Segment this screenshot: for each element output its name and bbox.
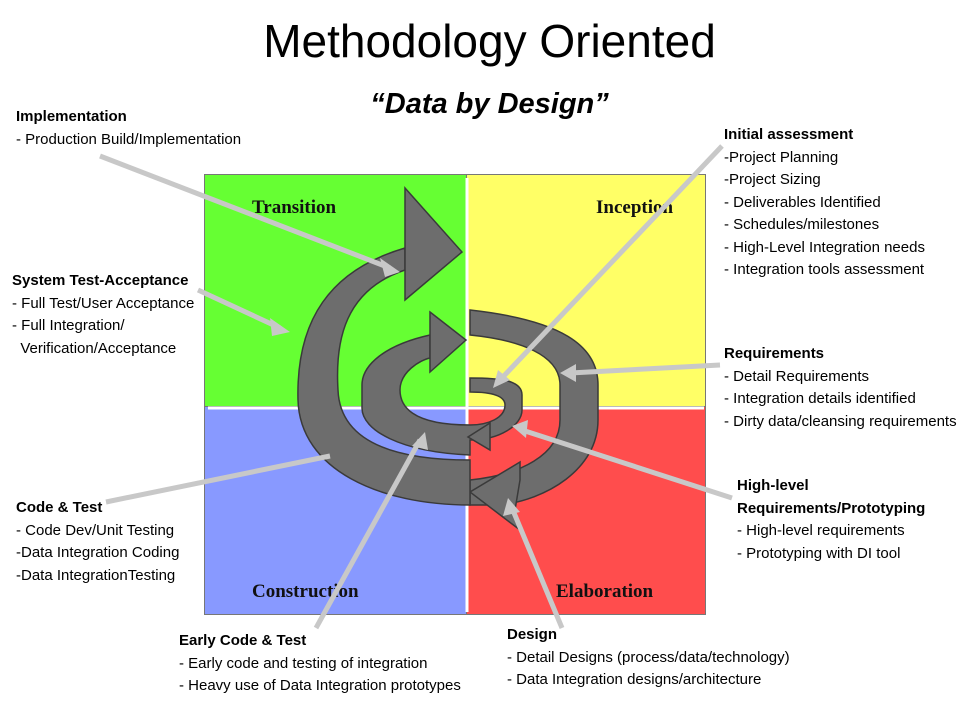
annotation-item: - Prototyping with DI tool <box>737 544 901 562</box>
pointer-system-test <box>196 287 282 331</box>
pointer-initial <box>498 144 724 382</box>
annotation-item: -Project Sizing <box>724 171 821 188</box>
annotation-heading: Design <box>507 626 558 643</box>
annotation-heading: Requirements <box>724 345 825 362</box>
annotation-item: - Full Test/User Acceptance <box>12 294 195 312</box>
annotation-initial-assessment: Initial assessment -Project Planning -Pr… <box>724 124 925 282</box>
annotation-item: - Heavy use of Data Integration prototyp… <box>179 677 461 694</box>
annotation-item: - Integration details identified <box>724 390 916 407</box>
annotation-high-level: High-level Requirements/Prototyping - Hi… <box>737 475 925 565</box>
pointer-head-design <box>503 498 520 516</box>
annotation-heading: High-level <box>737 477 809 494</box>
annotation-item: - Deliverables Identified <box>724 193 881 211</box>
annotation-item: - Schedules/milestones <box>724 216 880 233</box>
annotation-item: - Dirty data/cleansing requirements <box>724 412 957 430</box>
pointer-highlevel <box>521 427 733 501</box>
annotation-item: - Production Build/Implementation <box>16 130 242 148</box>
spiral-arrow-head-inner <box>429 310 468 374</box>
label-inception: Inception <box>596 197 674 218</box>
spiral-inner-band <box>361 334 523 456</box>
page-title: Methodology Oriented <box>263 15 716 67</box>
annotation-requirements: Requirements - Detail Requirements - Int… <box>724 343 957 433</box>
annotation-heading: Early Code & Test <box>179 632 307 649</box>
annotation-item: - Integration tools assessment <box>724 261 925 278</box>
annotation-heading: Code & Test <box>16 499 103 516</box>
label-elaboration: Elaboration <box>556 581 654 602</box>
label-transition: Transition <box>252 197 337 218</box>
pointer-head-requirements <box>560 364 576 382</box>
annotation-item: - Data Integration designs/architecture <box>507 671 762 688</box>
annotation-item: - Code Dev/Unit Testing <box>16 521 175 539</box>
annotation-design: Design - Detail Designs (process/data/te… <box>507 624 790 692</box>
spiral-arrow-head-center <box>466 421 491 452</box>
pointer-early-code <box>313 438 423 630</box>
annotation-item: - Early code and testing of integration <box>179 654 428 672</box>
annotation-item: - High-level requirements <box>737 522 905 539</box>
annotation-heading: Initial assessment <box>724 126 854 143</box>
page-subtitle: “Data by Design” <box>370 88 609 120</box>
annotation-item: - Detail Designs (process/data/technolog… <box>507 648 790 666</box>
annotation-item: -Data IntegrationTesting <box>16 566 176 584</box>
pointer-design <box>509 507 565 629</box>
pointer-head-implementation <box>380 258 400 277</box>
annotation-early-code: Early Code & Test - Early code and testi… <box>179 630 461 698</box>
annotation-item: -Data Integration Coding <box>16 544 180 561</box>
annotation-item: - Full Integration/ <box>12 317 125 334</box>
annotation-system-test: System Test-Acceptance - Full Test/User … <box>12 270 194 360</box>
spiral-arrow-head-top <box>404 186 464 302</box>
annotation-item: - Detail Requirements <box>724 367 870 385</box>
pointer-head-early-code <box>412 432 428 450</box>
pointer-code-test <box>105 453 331 505</box>
pointer-requirements <box>569 362 721 376</box>
annotation-item: -Project Planning <box>724 148 839 166</box>
annotation-heading: System Test-Acceptance <box>12 272 189 289</box>
annotation-item: Verification/Acceptance <box>12 339 177 357</box>
pointer-head-highlevel <box>512 420 528 438</box>
pointer-implementation <box>99 153 391 271</box>
annotation-item: - High-Level Integration needs <box>724 238 925 256</box>
pointer-head-initial <box>493 370 510 388</box>
annotation-implementation: Implementation - Production Build/Implem… <box>16 106 241 151</box>
annotation-code-test: Code & Test - Code Dev/Unit Testing -Dat… <box>16 497 179 587</box>
annotation-heading: Implementation <box>16 108 127 125</box>
annotation-heading: Requirements/Prototyping <box>737 499 926 517</box>
pointer-head-system-test <box>270 318 290 336</box>
